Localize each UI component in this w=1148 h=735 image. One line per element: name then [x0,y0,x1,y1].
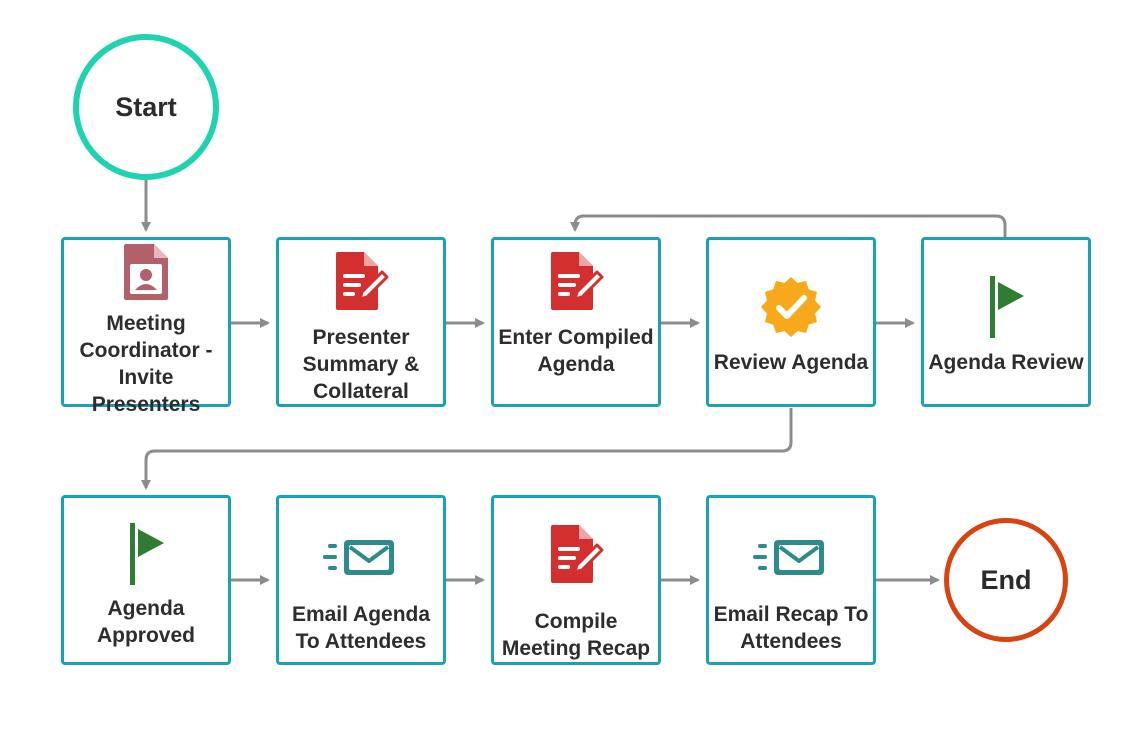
task-email-agenda[interactable]: Email Agenda To Attendees [276,495,446,665]
task-label-line: Agenda [107,597,185,620]
edit-document-icon [279,250,443,312]
end-label: End [980,564,1032,595]
connector-review-to-approved [141,408,793,490]
task-label-line: To Attendees [295,630,427,653]
task-label-line: Presenter [312,326,410,349]
task-label-line: Collateral [313,380,409,403]
person-document-icon [64,242,228,302]
edit-document-icon [494,523,658,585]
task-label-line: Agenda [537,353,615,376]
start-label: Start [115,91,177,122]
task-label-line: Email Agenda [291,603,431,626]
task-label-line: Compile [534,610,618,633]
fast-mail-icon [709,538,873,578]
task-review-agenda[interactable]: Review Agenda [706,237,876,407]
task-label-line: Review Agenda [713,351,869,374]
task-label-line: Approved [96,624,195,647]
edit-document-icon [494,250,658,312]
connector-loop-back-to-enter-agenda [570,214,1007,237]
task-label-line: Meeting [106,312,186,335]
task-label: Email Agenda To Attendees [279,601,443,655]
task-label: Review Agenda [709,349,873,376]
task-label-line: Summary & [302,353,420,376]
verified-badge-icon [709,276,873,338]
task-email-recap[interactable]: Email Recap To Attendees [706,495,876,665]
task-label-line: Presenters [91,393,201,416]
flag-icon [924,276,1088,338]
task-label: Agenda Review [924,349,1088,376]
task-label-line: Coordinator - [79,339,213,362]
task-label-line: Email Recap To [713,603,869,626]
task-label-line: Invite [118,366,174,389]
flag-icon [64,523,228,585]
task-label-line: Agenda Review [928,351,1084,374]
end-node[interactable]: End [944,518,1068,642]
start-node[interactable]: Start [73,34,219,180]
task-label-line: Attendees [740,630,842,653]
task-agenda-review[interactable]: Agenda Review [921,237,1091,407]
fast-mail-icon [279,538,443,578]
task-label: Email Recap To Attendees [709,601,873,655]
task-label-line: Meeting Recap [501,637,651,660]
task-label-line: Enter Compiled [498,326,654,349]
